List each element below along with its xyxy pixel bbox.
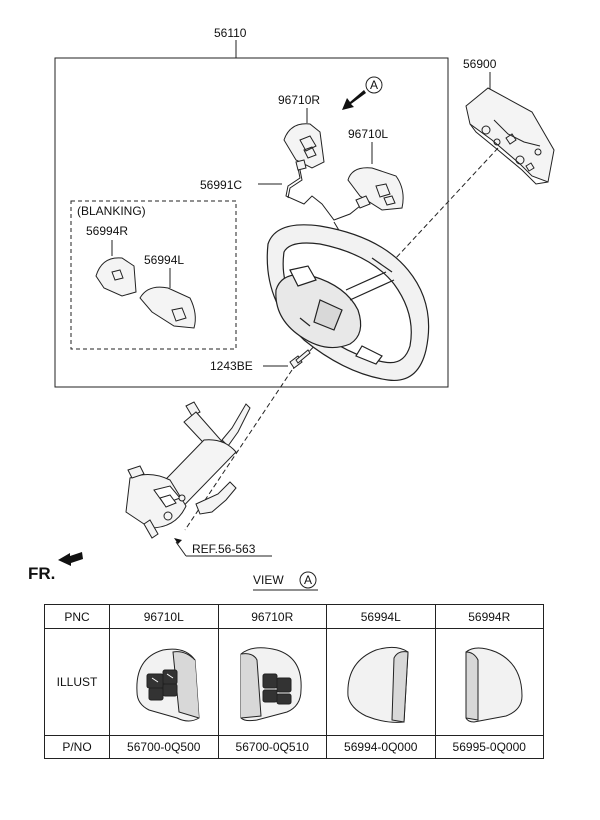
illust-cell [326,628,436,736]
reference-callout: REF.56-563 [192,542,256,556]
right-blanking-cover-drawing [95,257,137,297]
pnc-cell: 56994R [434,604,544,629]
view-title-marker-circle [299,571,317,589]
pnc-row: PNC 96710L 96710R 56994L 56994R [44,604,544,629]
right-blanking-cover-illustration [465,647,523,723]
clock-cable-drawing [285,159,371,233]
left-switch-illustration [136,648,200,722]
parts-table: PNC 96710L 96710R 56994L 56994R ILLUST [44,604,544,759]
pnc-cell: 56994L [326,604,436,629]
switch-l-callout: 96710L [348,127,388,141]
pno-cell: 56994-0Q000 [326,735,436,759]
left-blanking-cover-illustration [347,646,409,723]
assembly-frame [54,57,449,388]
view-marker-letter: A [370,78,378,92]
pnc-header: PNC [44,604,110,629]
reference-leader [175,541,187,557]
illust-row: ILLUST [44,628,544,736]
illust-cell [434,628,544,736]
pno-cell: 56700-0Q500 [109,735,219,759]
pnc-cell: 96710R [217,604,327,629]
illust-cell [109,628,219,736]
front-arrow-icon [58,552,83,566]
right-switch-drawing [283,123,325,169]
assembly-callout: 56110 [214,26,247,40]
airbag-module-drawing [465,87,555,185]
steering-column-drawing [125,401,251,539]
blank-l-callout: 56994L [144,253,184,267]
illust-header: ILLUST [44,628,110,736]
pno-header: P/NO [44,735,110,759]
view-title-marker-letter: A [304,573,312,587]
blanking-frame [70,200,237,350]
steering-wheel-drawing [266,224,430,382]
illust-cell [217,628,327,736]
pnc-cell: 96710L [109,604,219,629]
front-label: FR. [28,564,55,583]
bolt-drawing [289,349,311,369]
left-blanking-cover-drawing [139,286,196,329]
view-marker-circle [365,76,383,94]
switch-r-callout: 96710R [278,93,320,107]
pno-row: P/NO 56700-0Q500 56700-0Q510 56994-0Q000… [44,735,544,759]
bolt-callout: 1243BE [210,359,253,373]
cable-callout: 56991C [200,178,242,192]
blank-r-callout: 56994R [86,224,128,238]
pno-cell: 56995-0Q000 [434,735,544,759]
view-title: VIEW [253,573,284,587]
reference-arrowhead [174,538,182,544]
view-direction-arrow [342,90,366,110]
left-switch-drawing [347,167,404,211]
blanking-label: (BLANKING) [77,204,146,218]
pno-cell: 56700-0Q510 [217,735,327,759]
airbag-callout: 56900 [463,57,497,71]
right-switch-illustration [240,647,302,722]
